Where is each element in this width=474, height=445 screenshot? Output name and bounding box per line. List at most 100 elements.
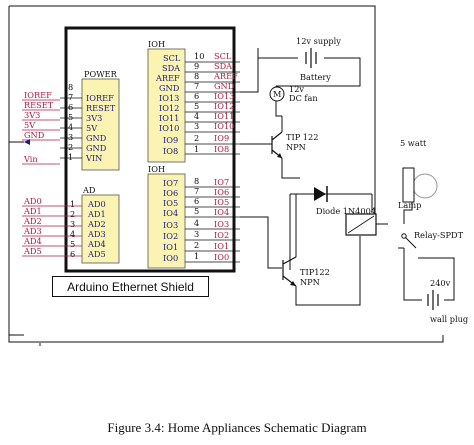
net-label: AD4 bbox=[23, 236, 42, 246]
fan-label-type: DC fan bbox=[289, 93, 318, 103]
pin-number: 4 bbox=[194, 218, 199, 228]
motor-icon bbox=[269, 86, 285, 102]
pin-number: 2 bbox=[194, 240, 199, 250]
fan-label-voltage: 12v bbox=[289, 84, 304, 94]
net-label: SDA bbox=[214, 61, 232, 71]
pin-label: AD4 bbox=[87, 239, 106, 249]
pin-label: AD0 bbox=[87, 199, 106, 209]
mains-source-icon bbox=[427, 290, 439, 310]
pin-label: SCL bbox=[163, 53, 181, 63]
pin-number: 1 bbox=[70, 199, 75, 209]
supply-label: 12v supply bbox=[296, 36, 341, 46]
ioh-header-title: IOH bbox=[148, 39, 165, 49]
net-label: IO3 bbox=[214, 219, 229, 229]
net-label: AREF bbox=[213, 71, 238, 81]
pin-number: 3 bbox=[194, 121, 199, 131]
pin-label: IO8 bbox=[163, 146, 178, 156]
gnd-arrow-icon bbox=[24, 139, 30, 145]
pin-number: 10 bbox=[194, 51, 204, 61]
net-label: IO10 bbox=[214, 121, 234, 131]
iol-pin-numbers: 8 7 6 5 4 3 2 1 bbox=[194, 176, 199, 261]
pin-label: GND bbox=[86, 133, 107, 143]
pin-number: 6 bbox=[70, 249, 75, 259]
pin-label: IO12 bbox=[159, 103, 179, 113]
iol-pin-labels: IO7 IO6 IO5 IO4 IO3 IO2 IO1 IO0 bbox=[163, 178, 178, 263]
tip-bottom-type: NPN bbox=[300, 277, 320, 287]
pin-number: 3 bbox=[68, 132, 73, 142]
pin-number: 1 bbox=[68, 152, 73, 162]
pin-number: 2 bbox=[70, 209, 75, 219]
power-pin-labels: IOREF RESET 3V3 5V GND GND VIN bbox=[85, 93, 116, 163]
plug-label: wall plug bbox=[430, 314, 468, 324]
net-label: IO9 bbox=[214, 133, 229, 143]
net-label: IO7 bbox=[214, 177, 229, 187]
pin-number: 4 bbox=[194, 111, 199, 121]
appliance-wiring bbox=[240, 48, 455, 306]
net-label: IO8 bbox=[214, 144, 229, 154]
pin-label: RESET bbox=[86, 103, 116, 113]
ad-pin-labels: AD0 AD1 AD2 AD3 AD4 AD5 bbox=[87, 199, 106, 259]
pin-label: IO0 bbox=[163, 253, 178, 263]
pin-number: 5 bbox=[194, 206, 199, 216]
pin-number: 1 bbox=[194, 144, 199, 154]
net-label: SCL bbox=[214, 51, 232, 61]
pin-label: AD5 bbox=[87, 249, 106, 259]
ad-net-labels: AD0 AD1 AD2 AD3 AD4 AD5 bbox=[23, 196, 42, 256]
pin-label: IO1 bbox=[163, 242, 178, 252]
net-label: IO13 bbox=[214, 91, 234, 101]
power-net-labels: IOREF RESET 3V3 5V GND Vin bbox=[23, 90, 54, 164]
relay-contact-icon bbox=[401, 233, 407, 239]
net-label: IO1 bbox=[214, 241, 229, 251]
net-label: 3V3 bbox=[24, 110, 40, 120]
ad-net-stubs bbox=[22, 205, 82, 257]
pin-label: 3V3 bbox=[86, 113, 102, 123]
pin-number: 7 bbox=[194, 81, 199, 91]
net-label: IO11 bbox=[214, 111, 234, 121]
net-label: 5V bbox=[24, 120, 36, 130]
net-label: IO0 bbox=[214, 252, 229, 262]
transistor-top-arrow-icon bbox=[277, 153, 282, 158]
iol-header-block bbox=[147, 173, 186, 269]
power-header-block bbox=[81, 78, 120, 171]
iol-header-title: IOH bbox=[148, 164, 165, 174]
pin-label: IO5 bbox=[163, 198, 178, 208]
pin-label: AREF bbox=[155, 73, 180, 83]
ioh-pin-stubs bbox=[185, 61, 240, 155]
pin-label: SDA bbox=[162, 63, 180, 73]
ioh-pin-numbers: 10 9 8 7 6 5 4 3 2 1 bbox=[194, 51, 204, 154]
pin-number: 4 bbox=[70, 229, 75, 239]
battery-icon bbox=[305, 48, 317, 68]
diode-icon bbox=[314, 187, 326, 201]
power-header-title: POWER bbox=[84, 69, 118, 79]
relay-coil-diagonal bbox=[347, 215, 375, 234]
pin-number: 2 bbox=[194, 133, 199, 143]
net-label: AD2 bbox=[23, 216, 42, 226]
pin-label: IO13 bbox=[159, 93, 179, 103]
ad-header-title: AD bbox=[82, 185, 96, 195]
tip-bottom-label: TIP122 bbox=[300, 267, 330, 277]
lamp-icon bbox=[412, 173, 438, 199]
pin-label: AD2 bbox=[87, 219, 106, 229]
net-label: IO6 bbox=[214, 187, 229, 197]
power-pin-stubs bbox=[60, 97, 82, 159]
transistor-bottom-arrow-icon bbox=[290, 281, 296, 286]
pin-label: IO11 bbox=[159, 113, 179, 123]
tip-top-label: TIP 122 bbox=[286, 132, 318, 142]
net-label: IO2 bbox=[214, 230, 229, 240]
pin-number: 5 bbox=[70, 239, 75, 249]
pin-number: 6 bbox=[194, 91, 199, 101]
pin-label: AD1 bbox=[87, 209, 106, 219]
ioh-header-block bbox=[147, 48, 186, 163]
pin-label: IO6 bbox=[163, 188, 178, 198]
pin-label: IOREF bbox=[86, 93, 114, 103]
pin-label: AD3 bbox=[87, 229, 106, 239]
pin-label: GND bbox=[159, 83, 180, 93]
ioh-net-labels: SCL SDA AREF GND IO13 IO12 IO11 IO10 IO9… bbox=[213, 51, 238, 154]
pin-number: 3 bbox=[70, 219, 75, 229]
pin-number: 5 bbox=[194, 101, 199, 111]
net-label: IOREF bbox=[24, 90, 52, 100]
battery-label: Battery bbox=[300, 72, 331, 82]
pin-number: 3 bbox=[194, 229, 199, 239]
